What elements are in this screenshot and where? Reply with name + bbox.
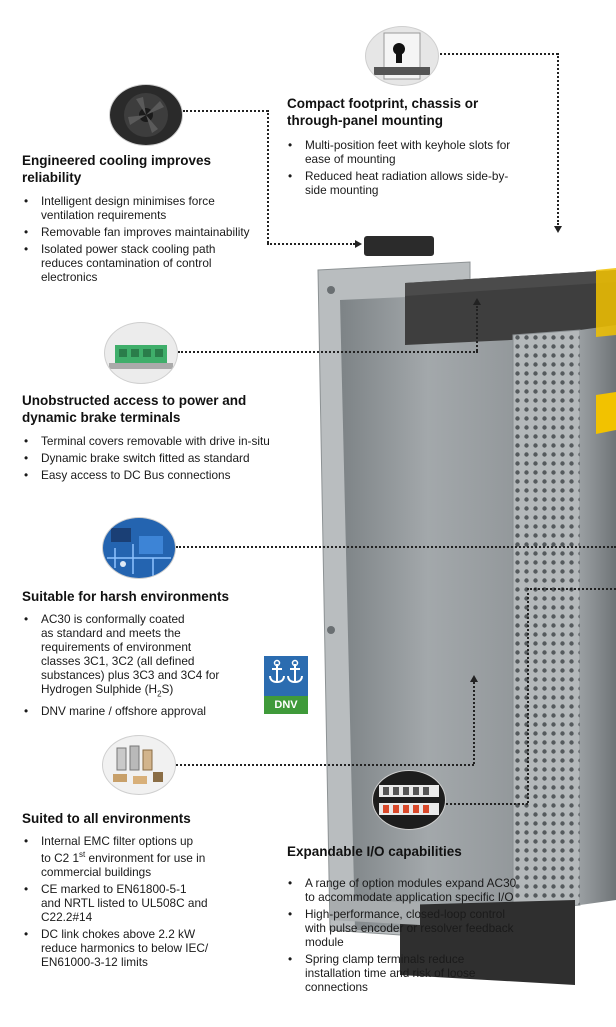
io-modules-icon — [372, 770, 446, 830]
leader-cooling-v — [267, 110, 269, 243]
list-item: Terminal covers removable with drive in-… — [24, 434, 314, 448]
list-item: Internal EMC filter options up to C2 1st… — [24, 834, 269, 879]
list-item: Isolated power stack cooling path reduce… — [24, 242, 259, 284]
terminals-bullets: Terminal covers removable with drive in-… — [24, 434, 314, 485]
terminal-block-icon — [104, 322, 178, 384]
list-item: DC link chokes above 2.2 kW reduce harmo… — [24, 927, 269, 969]
compact-heading: Compact footprint, chassis or through-pa… — [287, 96, 479, 128]
leader-io-h2 — [527, 588, 616, 590]
harsh-bullets: AC30 is conformally coated as standard a… — [24, 612, 269, 721]
leader-allenv-arrow — [470, 675, 478, 682]
list-item: A range of option modules expand AC30 to… — [288, 876, 523, 904]
list-item: Multi-position feet with keyhole slots f… — [288, 138, 518, 166]
circuit-board-icon — [102, 517, 176, 579]
dnv-badge: DNV — [264, 656, 308, 714]
compact-bullets: Multi-position feet with keyhole slots f… — [288, 138, 518, 200]
leader-harsh-h — [176, 546, 616, 548]
leader-cooling-h — [183, 110, 268, 112]
list-item: AC30 is conformally coated as standard a… — [24, 612, 269, 701]
list-item: Spring clamp terminals reduce installati… — [288, 952, 523, 994]
leader-terminals-h — [178, 351, 478, 353]
io-heading: Expandable I/O capabilities — [287, 844, 462, 859]
leader-io-h — [446, 803, 528, 805]
leader-allenv-v — [473, 682, 475, 764]
leader-compact-h — [440, 53, 558, 55]
terminals-heading: Unobstructed access to power and dynamic… — [22, 393, 247, 425]
leader-terminals-v — [476, 306, 478, 351]
io-bullets: A range of option modules expand AC30 to… — [288, 876, 523, 997]
leader-terminals-arrow — [473, 298, 481, 305]
leader-compact-v — [557, 53, 559, 225]
emc-filter-components-icon — [102, 735, 176, 795]
dnv-badge-label: DNV — [264, 696, 308, 714]
keyhole-mount-icon — [365, 26, 439, 86]
list-item: Intelligent design minimises force venti… — [24, 194, 259, 222]
fan-unit-graphic — [364, 236, 434, 256]
leader-compact-arrow — [554, 226, 562, 233]
fan-icon — [109, 84, 183, 146]
leader-cooling-arrow — [355, 240, 362, 248]
list-item: CE marked to EN61800-5-1 and NRTL listed… — [24, 882, 269, 924]
cooling-heading: Engineered cooling improves reliability — [22, 153, 212, 185]
dnv-anchor-icon — [264, 656, 308, 696]
leader-allenv-h — [176, 764, 474, 766]
all-env-heading: Suited to all environments — [22, 811, 191, 826]
all-env-bullets: Internal EMC filter options up to C2 1st… — [24, 834, 269, 972]
harsh-heading: Suitable for harsh environments — [22, 589, 230, 604]
list-item: DNV marine / offshore approval — [24, 704, 269, 718]
leader-io-v — [527, 588, 529, 803]
leader-cooling-h2 — [267, 243, 355, 245]
list-item: Easy access to DC Bus connections — [24, 468, 314, 482]
cooling-bullets: Intelligent design minimises force venti… — [24, 194, 259, 287]
list-item: Dynamic brake switch fitted as standard — [24, 451, 314, 465]
list-item: Reduced heat radiation allows side-by-si… — [288, 169, 518, 197]
list-item: High-performance, closed-loop control wi… — [288, 907, 523, 949]
list-item: Removable fan improves maintainability — [24, 225, 259, 239]
